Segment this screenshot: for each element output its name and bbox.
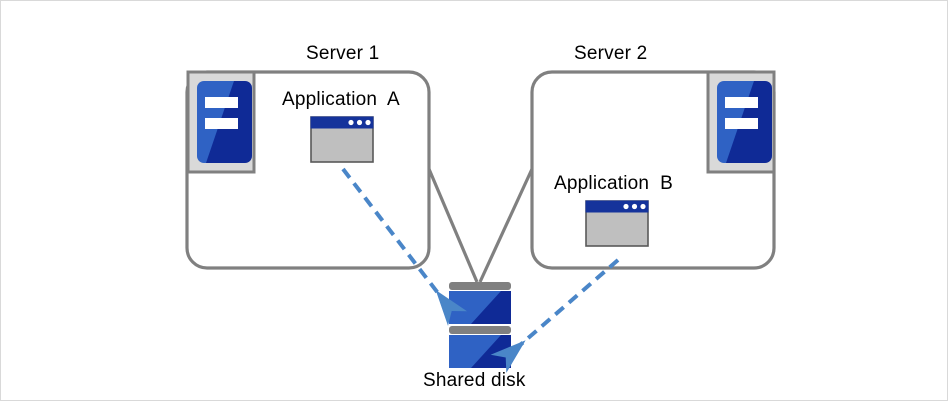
shared-disk-icon [449, 282, 511, 368]
application-window-icon [585, 200, 649, 247]
connector-lines [427, 168, 534, 283]
dashed-arrow-icon [341, 167, 468, 326]
server1-title: Server 1 [306, 43, 380, 64]
application-b-label: Application B [554, 173, 673, 194]
server-icon [706, 70, 776, 174]
shared-disk-label: Shared disk [423, 370, 526, 391]
server2-title: Server 2 [574, 43, 648, 64]
application-window-icon [310, 116, 374, 163]
application-a-label: Application A [282, 89, 400, 110]
dashed-arrow-icon [490, 258, 620, 373]
server-icon [186, 70, 256, 174]
